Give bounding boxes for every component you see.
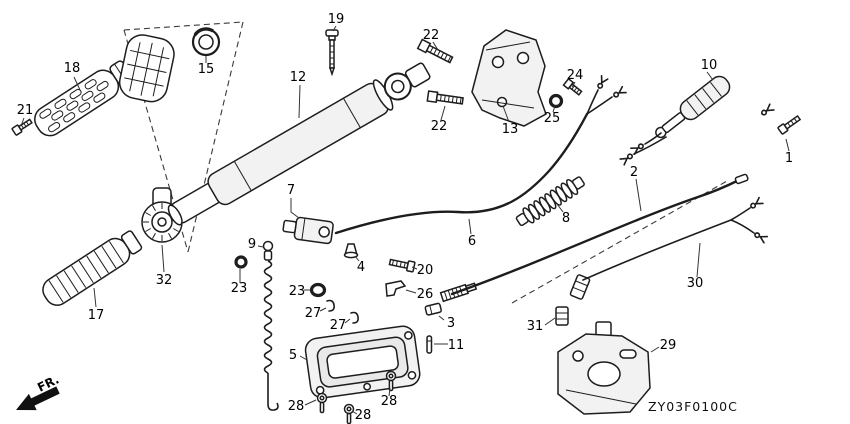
callout-10: 10	[701, 58, 718, 73]
callout-6: 6	[468, 234, 476, 249]
part-7-switch-assembly	[282, 216, 334, 245]
part-31-clamp	[555, 306, 569, 326]
part-10-lever-wires	[619, 132, 667, 166]
part-6-cable	[334, 74, 627, 235]
part-5-housing	[304, 325, 421, 399]
part-22-bolt-lower	[426, 90, 464, 105]
callout-28-a: 28	[288, 399, 305, 414]
callout-13: 13	[502, 122, 519, 137]
part-29-bracket	[557, 321, 651, 415]
diagram-code: ZY03F0100C	[648, 399, 738, 414]
callout-8: 8	[562, 211, 570, 226]
callout-25: 25	[544, 111, 561, 126]
part-23-grommet-b	[309, 282, 327, 298]
spade-terminal	[750, 196, 764, 209]
callout-28-b: 28	[355, 408, 372, 423]
callout-4: 4	[357, 260, 365, 275]
part-30-harness	[569, 196, 769, 300]
part-28-screw-b	[343, 403, 355, 424]
part-22-bolt-upper	[416, 38, 454, 64]
spade-terminal	[754, 232, 769, 244]
callout-30: 30	[687, 276, 704, 291]
callout-27-b: 27	[330, 318, 347, 333]
part-4-grommet	[343, 243, 359, 259]
part-8-boot	[515, 176, 585, 227]
part-25-washer	[548, 93, 564, 109]
callout-7: 7	[287, 183, 295, 198]
spade-terminal	[613, 85, 627, 98]
spade-terminal	[630, 143, 644, 155]
callout-32: 32	[156, 273, 173, 288]
leader-lines	[20, 25, 790, 415]
callout-24: 24	[567, 68, 584, 83]
part-19-bolt	[325, 29, 339, 77]
fr-direction-indicator: FR.	[16, 372, 61, 411]
part-18-grip	[34, 60, 134, 137]
callout-28-c: 28	[381, 394, 398, 409]
callout-9: 9	[248, 237, 256, 252]
callout-23-b: 23	[289, 284, 306, 299]
part-15-ring	[191, 27, 221, 57]
part-9-spring	[262, 240, 279, 411]
spade-terminal	[761, 103, 775, 116]
callout-11: 11	[448, 338, 465, 353]
callout-1: 1	[785, 151, 793, 166]
part-11-pin	[426, 335, 433, 354]
callout-22-b: 22	[431, 119, 448, 134]
part-17-grip	[42, 230, 143, 306]
callout-20: 20	[417, 263, 434, 278]
spade-terminal	[597, 74, 609, 89]
part-1-bolt	[761, 103, 802, 135]
fr-arrow-icon	[16, 386, 60, 411]
callout-21: 21	[17, 103, 34, 118]
part-3-fitting	[424, 302, 442, 316]
callout-23-a: 23	[231, 281, 248, 296]
part-13-bracket	[471, 29, 547, 127]
part-12-handle-tube	[167, 62, 431, 226]
part-28-screw-a	[316, 392, 328, 414]
callout-27-a: 27	[305, 306, 322, 321]
callout-19: 19	[328, 12, 345, 27]
callout-15: 15	[198, 62, 215, 77]
callout-29: 29	[660, 338, 677, 353]
part-28-screw-c	[385, 370, 397, 392]
spade-terminal	[619, 153, 633, 166]
callout-26: 26	[417, 287, 434, 302]
part-26-bracket	[385, 280, 407, 297]
part-21-bolt	[11, 118, 33, 136]
part-20-bolt	[388, 258, 416, 273]
callout-5: 5	[289, 348, 297, 363]
part-24-bolt	[562, 77, 583, 96]
part-27-clip-a	[326, 299, 335, 312]
part-23-grommet-a	[234, 255, 248, 269]
callout-18: 18	[64, 61, 81, 76]
callout-labels: 21 18 15 32 17 19 12 22 22 13 24 25 10 1…	[17, 12, 793, 423]
detail-boundary-right	[511, 180, 728, 304]
callout-17: 17	[88, 308, 105, 323]
callout-12: 12	[290, 70, 307, 85]
part-27-clip-b	[350, 311, 359, 324]
callout-2: 2	[630, 165, 638, 180]
part-2-cable	[439, 173, 749, 303]
part-10-lever	[655, 75, 731, 139]
callout-22-a: 22	[423, 28, 440, 43]
callout-3: 3	[447, 316, 455, 331]
callout-31: 31	[527, 319, 544, 334]
